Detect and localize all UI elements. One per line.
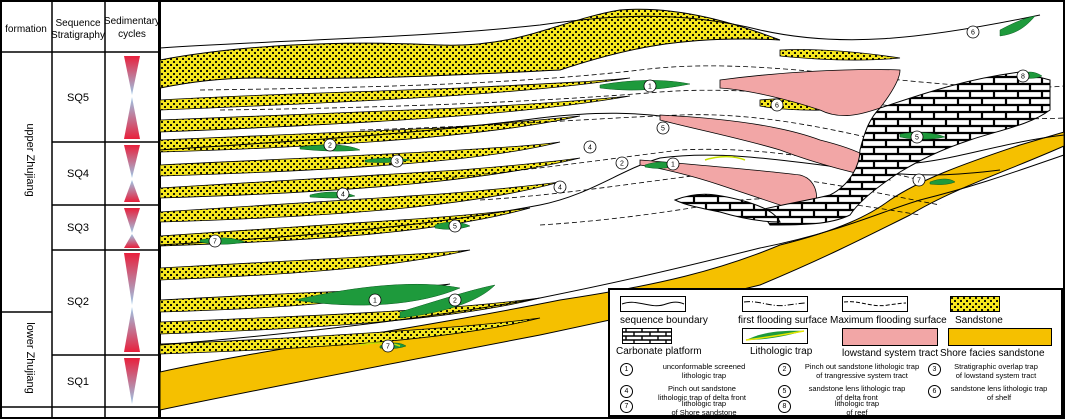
svg-text:2: 2 xyxy=(620,161,624,168)
svg-text:7: 7 xyxy=(386,344,390,351)
trap-marker: 6 xyxy=(966,25,980,39)
svg-text:1: 1 xyxy=(373,298,377,305)
trap-marker: 3 xyxy=(390,154,404,168)
legend-label: Sandstone xyxy=(955,315,1003,326)
trap-marker: 2 xyxy=(323,138,337,152)
svg-text:6: 6 xyxy=(775,103,779,110)
header-sequence-2: Stratigraphy xyxy=(51,30,105,41)
sequence-sq1: SQ1 xyxy=(67,376,89,388)
svg-text:1: 1 xyxy=(648,84,652,91)
legend-label: lowstand system tract xyxy=(842,348,939,359)
trap-marker: 6 xyxy=(770,98,784,112)
svg-text:2: 2 xyxy=(453,298,457,305)
trap-marker: 8 xyxy=(1016,69,1030,83)
max-flooding-symbol xyxy=(842,296,908,312)
carbonate-symbol xyxy=(622,328,672,344)
legend-label: sequence boundary xyxy=(620,315,708,326)
trap-number: 3 xyxy=(928,363,941,376)
legend-label: Shore facies sandstone xyxy=(940,348,1045,359)
stratigraphy-table: formation Sequence Stratigraphy Sediment… xyxy=(0,0,160,419)
trap-marker-group: 1 2 3 4 5 7 1 2 7 4 4 5 2 1 6 5 6 7 8 xyxy=(208,25,1030,353)
trap-number: 1 xyxy=(620,363,633,376)
trap-number: 4 xyxy=(620,385,633,398)
legend-label: first flooding surface xyxy=(738,315,828,326)
lowstand-symbol xyxy=(842,328,938,346)
svg-text:4: 4 xyxy=(341,192,345,199)
trap-marker: 1 xyxy=(666,157,680,171)
trap-number: 8 xyxy=(778,400,791,413)
trap-marker: 7 xyxy=(208,234,222,248)
svg-text:7: 7 xyxy=(917,178,921,185)
svg-text:4: 4 xyxy=(558,185,562,192)
lithologic-trap-symbol xyxy=(742,328,808,344)
svg-text:5: 5 xyxy=(915,135,919,142)
lowstand-bodies xyxy=(639,69,901,216)
svg-text:5: 5 xyxy=(661,126,665,133)
header-cycles-1: Sedimentary xyxy=(104,16,160,27)
trap-marker: 2 xyxy=(448,293,462,307)
first-flooding-symbol xyxy=(742,296,808,312)
svg-text:6: 6 xyxy=(971,30,975,37)
lithologic-trap-yellow-edge xyxy=(359,155,746,347)
trap-marker: 4 xyxy=(336,187,350,201)
carbonate-platform xyxy=(759,71,1051,226)
svg-text:5: 5 xyxy=(453,224,457,231)
trap-marker: 1 xyxy=(368,293,382,307)
legend-label: Carbonate platform xyxy=(616,346,702,357)
trap-number: 2 xyxy=(778,363,791,376)
svg-text:3: 3 xyxy=(395,159,399,166)
shore-sandstone-symbol xyxy=(948,328,1052,346)
trap-marker: 5 xyxy=(448,219,462,233)
trap-marker: 2 xyxy=(615,156,629,170)
sandstone-symbol xyxy=(950,296,1000,312)
cycle-sq3 xyxy=(124,208,140,248)
sequence-sq2: SQ2 xyxy=(67,296,89,308)
cycle-sq1 xyxy=(124,358,140,404)
svg-text:7: 7 xyxy=(213,239,217,246)
sequence-sq3: SQ3 xyxy=(67,222,89,234)
trap-marker: 4 xyxy=(553,180,567,194)
legend: sequence boundary first flooding surface… xyxy=(608,288,1063,417)
sequence-sq5: SQ5 xyxy=(67,92,89,104)
trap-number: 5 xyxy=(778,385,791,398)
trap-marker: 7 xyxy=(381,339,395,353)
sequence-sq4: SQ4 xyxy=(67,168,89,180)
svg-text:8: 8 xyxy=(1021,74,1025,81)
trap-marker: 7 xyxy=(912,173,926,187)
cycle-sq5 xyxy=(124,56,140,139)
trap-marker: 5 xyxy=(910,130,924,144)
trap-marker: 1 xyxy=(643,79,657,93)
trap-number: 7 xyxy=(620,400,633,413)
trap-marker: 4 xyxy=(583,140,597,154)
header-cycles-2: cycles xyxy=(118,29,146,40)
formation-upper: upper Zhujiang xyxy=(24,123,36,196)
legend-label: Maximum flooding surface xyxy=(830,315,947,326)
carbonate-platform-left xyxy=(673,193,781,223)
svg-text:1: 1 xyxy=(671,162,675,169)
sand-top-body xyxy=(160,8,781,89)
svg-text:2: 2 xyxy=(328,143,332,150)
trap-number: 6 xyxy=(928,385,941,398)
header-sequence-1: Sequence xyxy=(55,18,100,29)
header-formation: formation xyxy=(5,24,47,35)
formation-lower: lower Zhujiang xyxy=(24,322,36,394)
legend-label: Lithologic trap xyxy=(750,346,813,357)
cycle-sq2 xyxy=(124,253,140,352)
cycle-sq4 xyxy=(124,145,140,202)
trap-marker: 5 xyxy=(656,121,670,135)
svg-text:4: 4 xyxy=(588,145,592,152)
sequence-boundary-symbol xyxy=(620,296,686,312)
